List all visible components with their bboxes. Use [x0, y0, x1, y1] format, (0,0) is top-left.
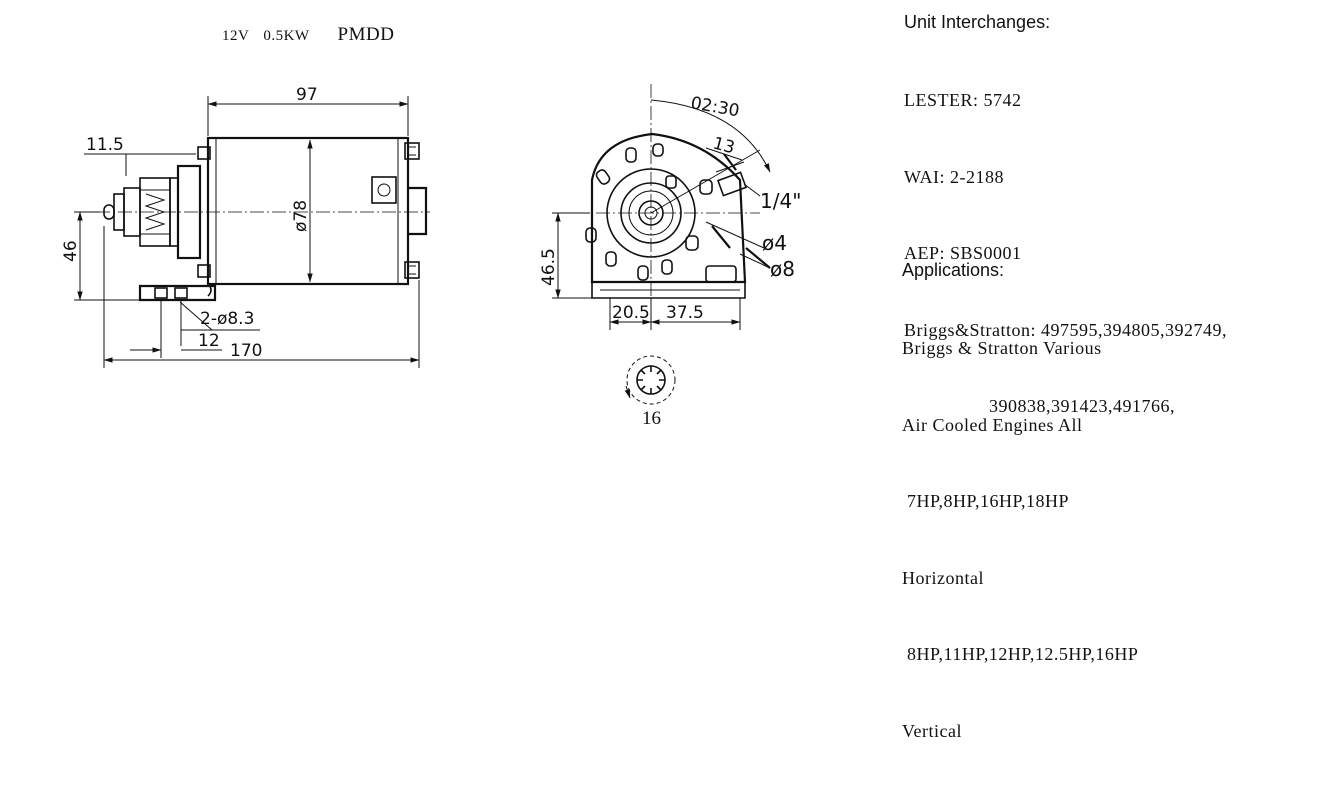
- applications-list: Briggs & Stratton Various Air Cooled Eng…: [902, 285, 1138, 795]
- end-view: 02:30 13 1/4" ø4 ø8 46.5 20.5 37.5: [539, 84, 801, 330]
- side-view: 97 11.5 46 ø78 2-ø8.3 12 170: [61, 85, 430, 368]
- spec-power: 0.5KW: [263, 28, 310, 44]
- end-housing: [590, 132, 747, 284]
- dim-teeth-label: 16: [642, 408, 661, 429]
- dim-37-5-label: 37.5: [666, 303, 704, 323]
- dim-thread-label: 1/4": [760, 189, 801, 213]
- interchanges-heading: Unit Interchanges:: [904, 12, 1051, 32]
- dim-11-5-label: 11.5: [86, 135, 124, 155]
- application-line: Air Cooled Engines All: [902, 414, 1083, 435]
- dim-holes-label: 2-ø8.3: [200, 309, 254, 329]
- application-line: 7HP,8HP,16HP,18HP: [902, 491, 1070, 511]
- spec-title: 12V 0.5KW PMDD: [222, 24, 394, 46]
- dim-dia4-label: ø4: [762, 231, 787, 255]
- interchanges-list: LESTER: 5742 WAI: 2-2188 AEP: SBS0001 Br…: [904, 37, 1227, 471]
- dim-46-label: 46: [61, 240, 81, 262]
- application-line: 8HP,11HP,12HP,12.5HP,16HP: [902, 644, 1139, 664]
- dim-20-5-label: 20.5: [612, 303, 650, 323]
- dim-dia8-label: ø8: [770, 257, 795, 281]
- interchange-line: WAI: 2-2188: [904, 166, 1004, 187]
- interchange-line: AEP: SBS0001: [904, 243, 1022, 263]
- dim-97-label: 97: [296, 85, 318, 105]
- application-line: Horizontal: [902, 567, 984, 588]
- applications-panel: Applications: Briggs & Stratton Various …: [902, 260, 1138, 795]
- application-line: Briggs & Stratton Various: [902, 338, 1102, 358]
- interchange-line: LESTER: 5742: [904, 90, 1022, 110]
- dim-13-label: 13: [711, 134, 737, 159]
- dim-170-label: 170: [230, 341, 262, 361]
- pinion-detail: 16: [624, 355, 676, 429]
- interchange-line: 390838,391423,491766,: [904, 396, 1175, 416]
- interchange-line: Briggs&Stratton: 497595,394805,392749,: [904, 319, 1228, 340]
- interchanges-panel: Unit Interchanges: LESTER: 5742 WAI: 2-2…: [904, 12, 1227, 471]
- technical-drawing: 97 11.5 46 ø78 2-ø8.3 12 170: [61, 84, 801, 429]
- application-line: Vertical: [902, 720, 962, 741]
- dim-dia78-label: ø78: [291, 200, 311, 232]
- dim-12-label: 12: [198, 331, 220, 351]
- spec-voltage: 12V: [222, 28, 250, 44]
- motor-body: [206, 136, 410, 286]
- spec-type: PMDD: [337, 24, 395, 45]
- dim-angle-label: 02:30: [689, 93, 741, 121]
- applications-heading: Applications:: [902, 260, 1005, 280]
- dim-46-5-label: 46.5: [539, 248, 559, 286]
